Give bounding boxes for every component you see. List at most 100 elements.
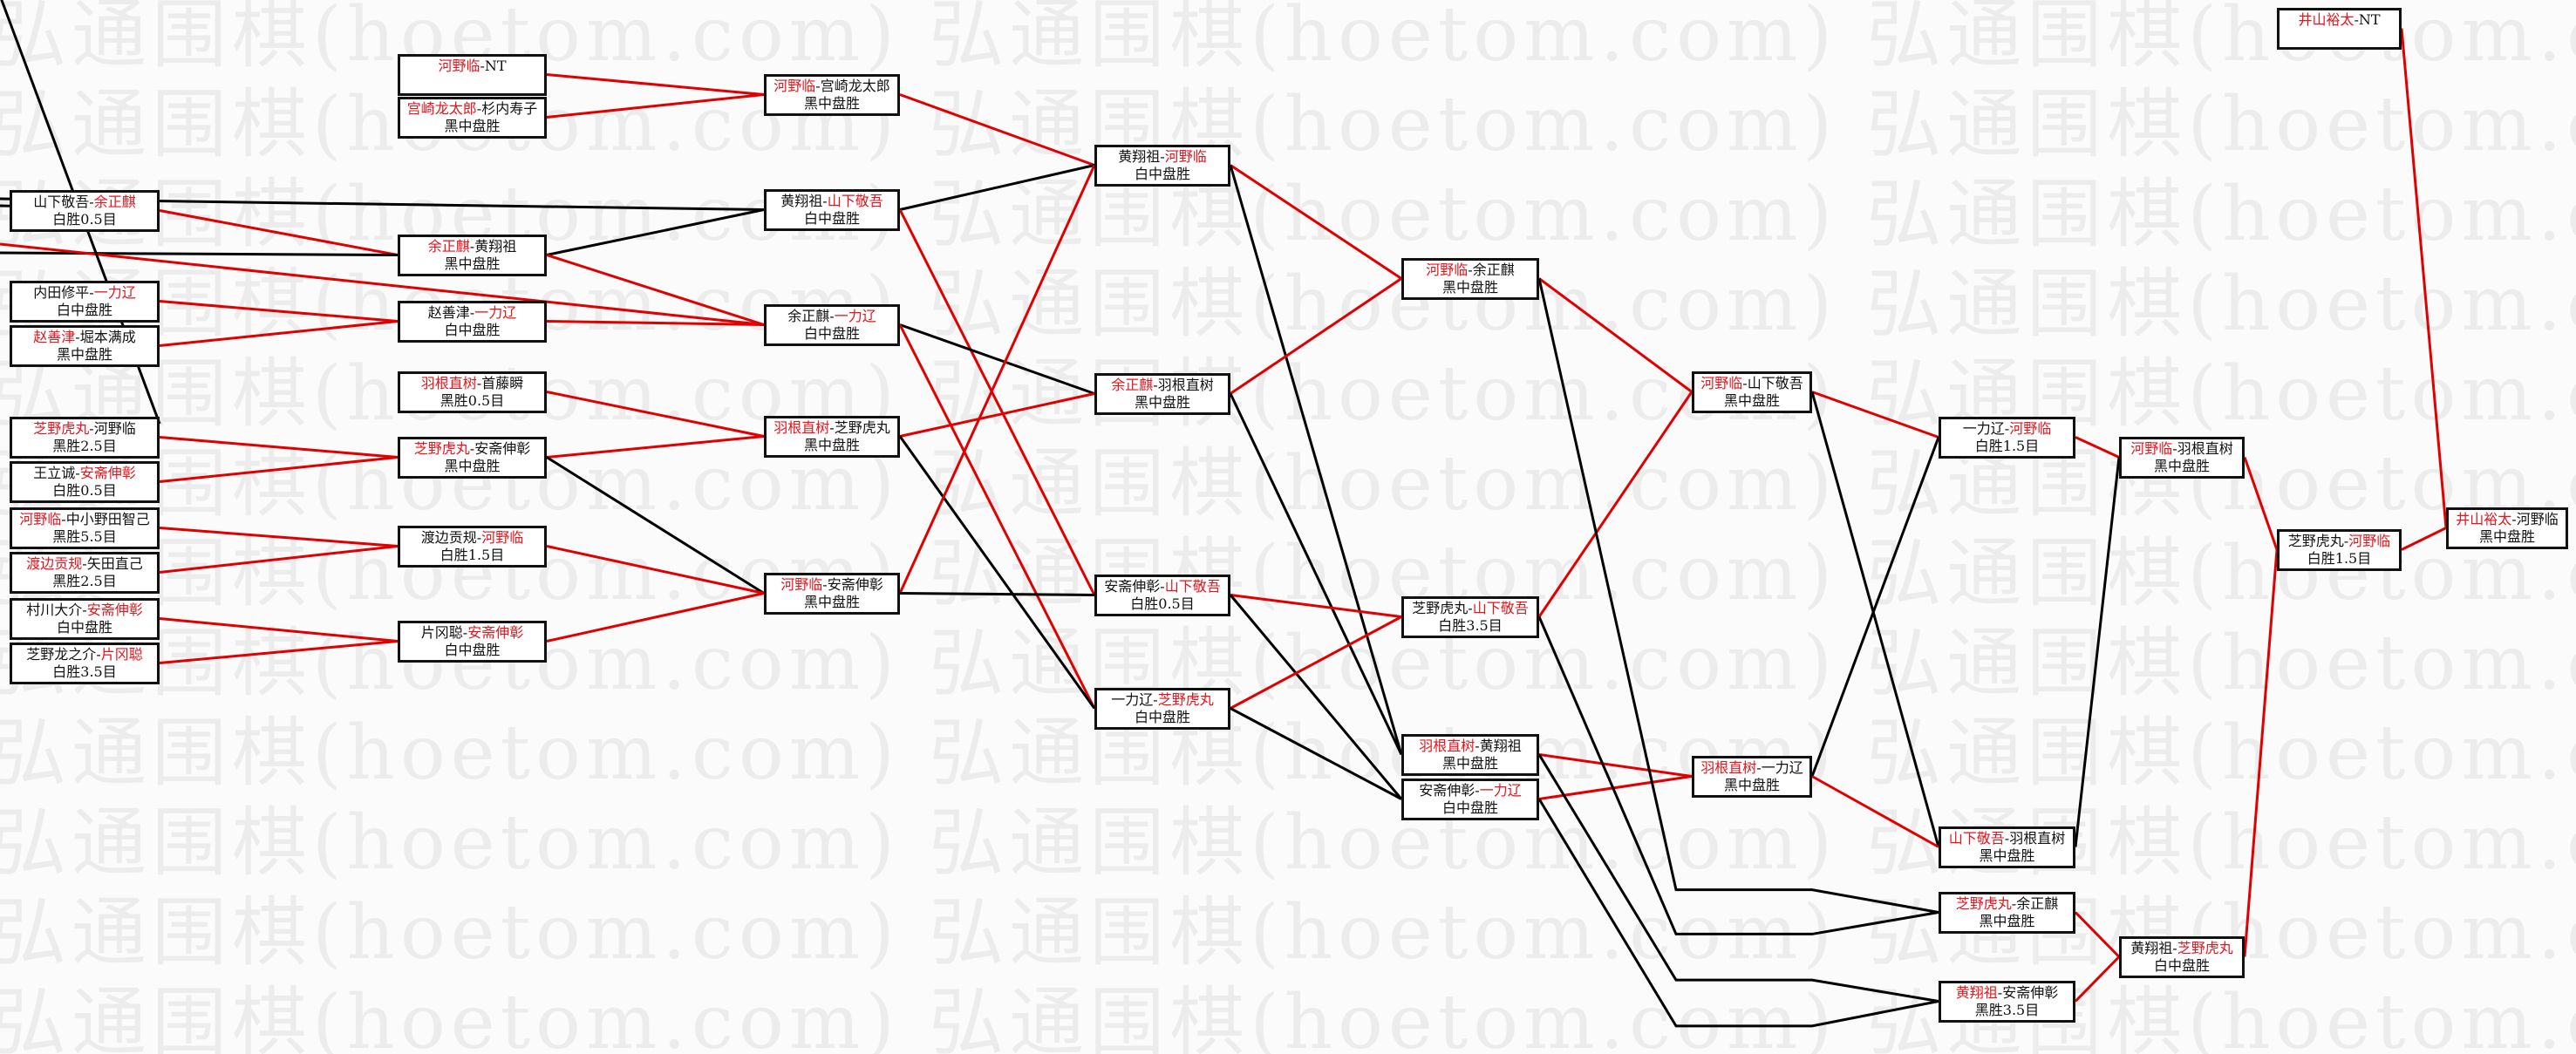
match-box: 井山裕太-河野临黑中盘胜 — [2446, 507, 2568, 549]
match-result: 白胜1.5目 — [1974, 438, 2040, 454]
winner-path-line — [1230, 277, 1402, 395]
match-result: 白中盘胜 — [1134, 709, 1190, 725]
player-black: 羽根直树 — [773, 419, 830, 436]
match-players: 黄翔祖-芝野虎丸 — [2122, 940, 2242, 957]
match-players: 黄翔祖-山下敬吾 — [767, 193, 897, 210]
match-players: 内田修平-一力辽 — [12, 284, 157, 302]
loser-path-line — [899, 592, 1095, 596]
separator: - — [469, 440, 475, 457]
winner-path-line — [546, 592, 765, 643]
winner-path-line — [546, 254, 765, 326]
match-result: 白中盘胜 — [444, 322, 501, 338]
separator: - — [469, 304, 475, 321]
separator: - — [1153, 691, 1158, 708]
separator: - — [822, 576, 828, 593]
separator: - — [2004, 830, 2010, 847]
separator: - — [2172, 440, 2177, 457]
match-box: 芝野龙之介-片冈聪白胜3.5目 — [10, 643, 160, 684]
separator: - — [476, 529, 482, 546]
separator: - — [469, 238, 475, 255]
player-black: 黄翔祖 — [2130, 940, 2173, 956]
loser-path-line — [898, 435, 1096, 710]
match-result: 黑中盘胜 — [1979, 913, 2035, 929]
match-box: 内田修平-一力辽白中盘胜 — [10, 281, 160, 323]
match-players: 河野临-羽根直树 — [2122, 440, 2242, 458]
winner-path-line — [0, 242, 765, 326]
player-white: 安斋伸彰 — [827, 576, 883, 593]
match-players: 赵善津-堀本满成 — [12, 329, 157, 346]
separator: - — [61, 511, 66, 527]
match-players: 芝野虎丸-安斋伸彰 — [400, 440, 544, 458]
match-box: 山下敬吾-羽根直树黑中盘胜 — [1939, 826, 2075, 868]
match-result: 黑中盘胜 — [56, 346, 112, 363]
player-white: 一力辽 — [93, 284, 136, 301]
match-players: 芝野龙之介-片冈聪 — [12, 646, 157, 663]
player-black: 河野临 — [1700, 375, 1743, 391]
match-players: 余正麒-羽根直树 — [1097, 377, 1228, 394]
player-black: 安斋伸彰 — [1419, 782, 1475, 799]
separator: - — [1997, 984, 2003, 1001]
player-black: 河野临 — [780, 576, 823, 593]
match-result: 黑胜0.5目 — [440, 392, 505, 409]
winner-path-line — [159, 209, 399, 256]
match-result: 白胜1.5目 — [440, 547, 505, 563]
separator: - — [1742, 375, 1748, 391]
player-black: 安斋伸彰 — [1104, 578, 1161, 595]
winner-path-line — [1811, 775, 1939, 848]
match-result: 白胜0.5目 — [1130, 595, 1195, 612]
loser-path-line — [1230, 707, 1402, 800]
player-black: 余正麒 — [787, 308, 830, 324]
player-white: 黄翔祖 — [1479, 738, 1522, 754]
player-white: 余正麒 — [93, 194, 136, 210]
winner-path-line — [1230, 594, 1402, 618]
match-result: 黑中盘胜 — [444, 118, 501, 134]
winner-path-line — [546, 93, 765, 119]
winner-path-line — [159, 527, 399, 547]
separator: - — [82, 602, 87, 618]
player-white: 山下敬吾 — [1747, 375, 1803, 391]
winner-path-line — [1537, 391, 1693, 618]
match-result: 黑中盘胜 — [2478, 528, 2535, 545]
match-box: 芝野虎丸-安斋伸彰黑中盘胜 — [398, 437, 547, 479]
separator: - — [89, 284, 94, 301]
match-box: 羽根直树-黄翔祖黑中盘胜 — [1401, 734, 1539, 776]
match-box: 河野临-NT — [398, 54, 547, 96]
match-box: 宫崎龙太郎-杉内寿子黑中盘胜 — [398, 97, 547, 139]
loser-path-line — [899, 323, 1095, 395]
match-players: 山下敬吾-余正麒 — [12, 194, 157, 211]
player-black: 渡边贡规 — [420, 529, 477, 546]
winner-path-line — [899, 392, 1095, 438]
player-black: 片冈聪 — [420, 624, 463, 641]
match-result: 白中盘胜 — [803, 325, 860, 342]
match-box: 井山裕太-NT — [2277, 8, 2402, 50]
separator: - — [462, 624, 468, 641]
separator: - — [829, 419, 835, 436]
separator: - — [2354, 11, 2359, 28]
winner-path-line — [159, 436, 399, 459]
player-black: 芝野虎丸 — [33, 420, 90, 437]
match-players: 井山裕太-NT — [2280, 11, 2399, 29]
match-result: 白胜0.5目 — [52, 211, 117, 228]
match-result: 白中盘胜 — [56, 619, 112, 636]
separator: - — [2004, 420, 2010, 437]
separator: - — [89, 194, 94, 210]
match-players: 羽根直树-芝野虎丸 — [767, 419, 897, 437]
player-black: 羽根直树 — [1419, 738, 1475, 754]
player-black: 芝野虎丸 — [1412, 600, 1469, 616]
match-box: 黄翔祖-河野临白中盘胜 — [1094, 145, 1230, 187]
player-black: 芝野龙之介 — [26, 646, 97, 663]
match-box: 余正麒-黄翔祖黑中盘胜 — [398, 235, 547, 276]
player-black: 黄翔祖 — [780, 193, 823, 209]
match-players: 片冈聪-安斋伸彰 — [400, 624, 544, 642]
match-box: 村川大介-安斋伸彰白中盘胜 — [10, 598, 160, 640]
player-white: 芝野虎丸 — [834, 419, 890, 436]
match-result: 黑中盘胜 — [2153, 458, 2210, 474]
match-result: 白中盘胜 — [803, 210, 860, 227]
separator: - — [1153, 377, 1158, 393]
loser-path-line — [0, 251, 399, 256]
player-black: 一力辽 — [1962, 420, 2005, 437]
separator: - — [1756, 759, 1762, 776]
match-box: 芝野虎丸-河野临黑胜2.5目 — [10, 417, 160, 459]
match-box: 黄翔祖-山下敬吾白中盘胜 — [764, 189, 900, 231]
player-white: 宫崎龙太郎 — [820, 78, 890, 94]
